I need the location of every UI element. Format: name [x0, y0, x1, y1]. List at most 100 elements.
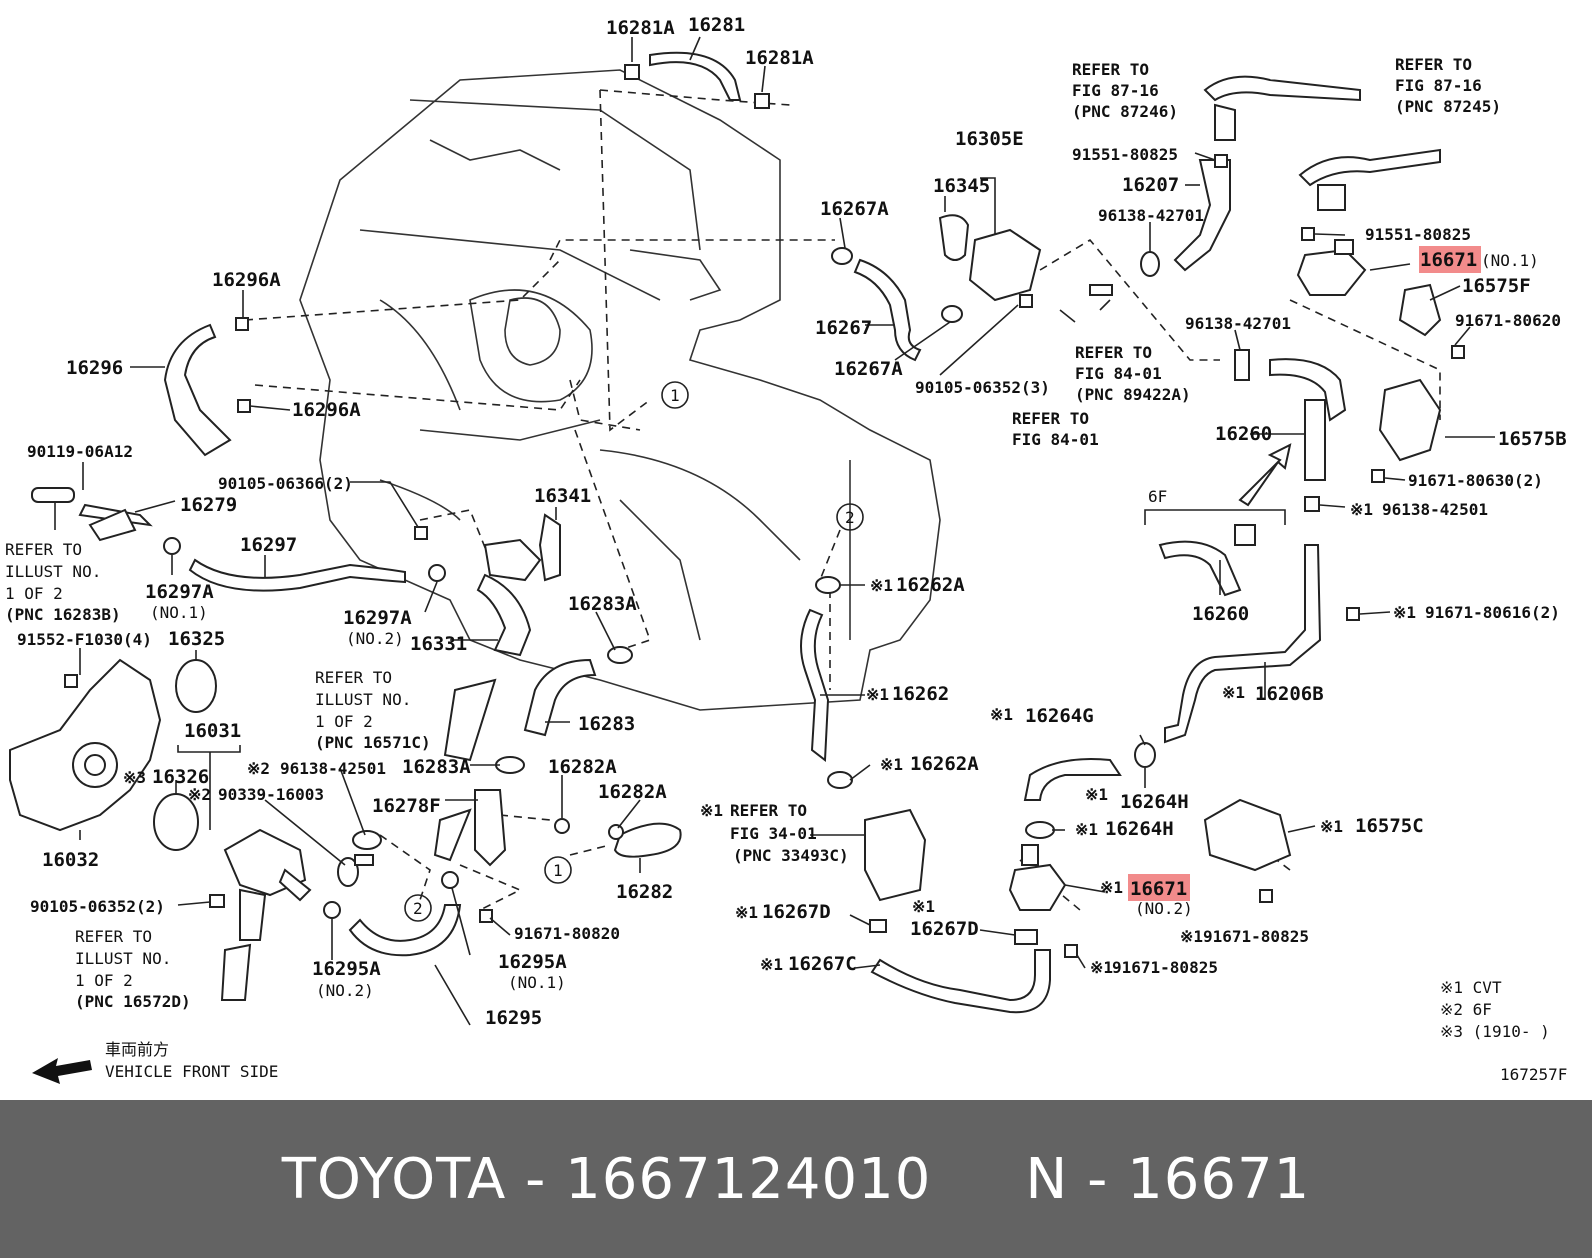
label-16297A-b: 16297A: [343, 607, 412, 629]
sensor-84-01: [1089, 284, 1113, 296]
inlet-nipple: [278, 868, 312, 902]
hose-illust-16572D: [220, 943, 252, 1001]
mark-16267D-b: ※1: [912, 897, 935, 916]
hose-16262: [800, 608, 830, 762]
marker-1-a: [661, 381, 689, 409]
mark-96138-a: ※2: [247, 759, 270, 778]
refer-87246-line2: FIG 87-16: [1072, 81, 1159, 100]
refer-87245-line2: FIG 87-16: [1395, 76, 1482, 95]
label-16267C: 16267C: [788, 953, 857, 975]
clamp-16297A-b: [428, 564, 446, 582]
label-91551-80825-a: 91551-80825: [1072, 145, 1178, 164]
label-90339-16003: 90339-16003: [218, 785, 324, 804]
marker-2-b: [404, 894, 432, 922]
label-16281A-b: 16281A: [745, 47, 814, 69]
plug-90339: [337, 857, 359, 887]
bracket-6F: [1144, 509, 1286, 525]
gasket-16345: [938, 214, 970, 261]
refer-84-01-line1: REFER TO: [1012, 409, 1089, 428]
label-16283: 16283: [578, 713, 635, 735]
hose-87245: [1298, 148, 1441, 187]
clamp-16296A-b: [237, 399, 251, 413]
hose-16267: [853, 258, 922, 362]
mark-16267C: ※1: [760, 955, 783, 974]
bracket-16575C: [1203, 798, 1292, 872]
mark-16264G: ※1: [990, 705, 1013, 724]
label-16296: 16296: [66, 357, 123, 379]
part-footer-bar: TOYOTA - 1667124010 N - 16671: [0, 1100, 1592, 1258]
label-16326: 16326: [152, 766, 209, 788]
refer-89422A-line3: (PNC 89422A): [1075, 385, 1191, 404]
refer-16572D-line1: REFER TO: [75, 927, 152, 946]
label-16264G: 16264G: [1025, 705, 1094, 727]
mark-16326: ※3: [123, 768, 146, 787]
refer-notes: REFER TO FIG 87-16 (PNC 87246) REFER TO …: [5, 55, 1501, 1011]
label-16267D-a: 16267D: [762, 901, 831, 923]
diagram-canvas: 1 2 1 2 16281A 16281 16281A 16305E 16345…: [5, 14, 1567, 1084]
label-16283A-b: 16283A: [402, 756, 471, 778]
label-90105-06352-3: 90105-06352(3): [915, 378, 1050, 397]
mark-16206B: ※1: [1222, 683, 1245, 702]
direction-en: VEHICLE FRONT SIDE: [105, 1062, 278, 1081]
label-16282: 16282: [616, 881, 673, 903]
refer-16283B-line3: 1 OF 2: [5, 584, 63, 603]
hose-16283: [523, 658, 597, 737]
pump-16671-no1-port: [1334, 239, 1354, 255]
bracket-16575F: [1398, 283, 1442, 337]
label-96138-42701-b: 96138-42701: [1185, 314, 1291, 333]
hose-16260-lower: [1304, 399, 1326, 481]
label-16341: 16341: [534, 485, 591, 507]
refer-16571C-line3: 1 OF 2: [315, 712, 373, 731]
label-16296A-b: 16296A: [292, 399, 361, 421]
clamp-16264H-b: [1025, 821, 1055, 839]
refer-16283B-line4: (PNC 16283B): [5, 605, 121, 624]
clamp-96138-42501-a: [354, 854, 374, 866]
marker-2-a-text: 2: [845, 508, 855, 527]
label-16282A-a: 16282A: [548, 756, 617, 778]
bracket-16278F: [474, 789, 507, 867]
bolt-91551-b: [1301, 227, 1315, 241]
clamp-96138-a: [352, 830, 382, 850]
clamp-16283A-b: [495, 756, 525, 774]
gasket-16325: [175, 659, 217, 713]
part-labels: 16281A 16281 16281A 16305E 16345 16267A …: [17, 14, 1567, 1029]
refer-87245-line3: (PNC 87245): [1395, 97, 1501, 116]
label-16260-a: 16260: [1215, 423, 1272, 445]
label-16267A-a: 16267A: [820, 198, 889, 220]
clamp-16281A-b: [754, 93, 770, 109]
hose-87246: [1203, 75, 1361, 102]
refer-87246-line3: (PNC 87246): [1072, 102, 1178, 121]
figure-code: 167257F: [1500, 1065, 1567, 1084]
clamp-16295A-a: [323, 901, 341, 919]
part-number-caption: TOYOTA - 1667124010 N - 16671: [281, 1146, 1311, 1212]
hose-end: [31, 487, 75, 503]
direction-jp: 車両前方: [105, 1040, 169, 1059]
label-16282A-b: 16282A: [598, 781, 667, 803]
hose-16331: [476, 573, 532, 657]
housing-16331: [483, 538, 542, 582]
cooler-33493C: [864, 808, 927, 902]
bolt-90119: [88, 508, 137, 542]
label-16295A-b: 16295A: [498, 951, 567, 973]
clamp-16297A-a: [163, 537, 181, 555]
label-16283A-a: 16283A: [568, 593, 637, 615]
label-16267D-b: 16267D: [910, 918, 979, 940]
clamp-16282A-b: [608, 824, 624, 840]
label-16575B: 16575B: [1498, 428, 1567, 450]
clamp-16283A-a: [607, 646, 633, 664]
refer-84-01-line2: FIG 84-01: [1012, 430, 1099, 449]
refer-16572D-line3: 1 OF 2: [75, 971, 133, 990]
label-16295A-a: 16295A: [312, 958, 381, 980]
valve-87246: [1214, 103, 1236, 141]
dashed-leaders: [244, 89, 1441, 911]
highlight-16671-no1: [1419, 246, 1481, 273]
clamp-96138-42701-b: [1234, 349, 1250, 381]
label-16295A-b-no: (NO.1): [508, 973, 566, 992]
hose-16295: [348, 904, 462, 957]
label-16295A-a-no: (NO.2): [316, 981, 374, 1000]
label-91671-80616-2: 91671-80616(2): [1425, 603, 1560, 622]
reference-markers: 1 2 1 2: [404, 381, 864, 922]
refer-87246-line1: REFER TO: [1072, 60, 1149, 79]
label-16671-no1-sub: (NO.1): [1481, 251, 1539, 270]
clamp-16281A-a: [624, 64, 640, 80]
